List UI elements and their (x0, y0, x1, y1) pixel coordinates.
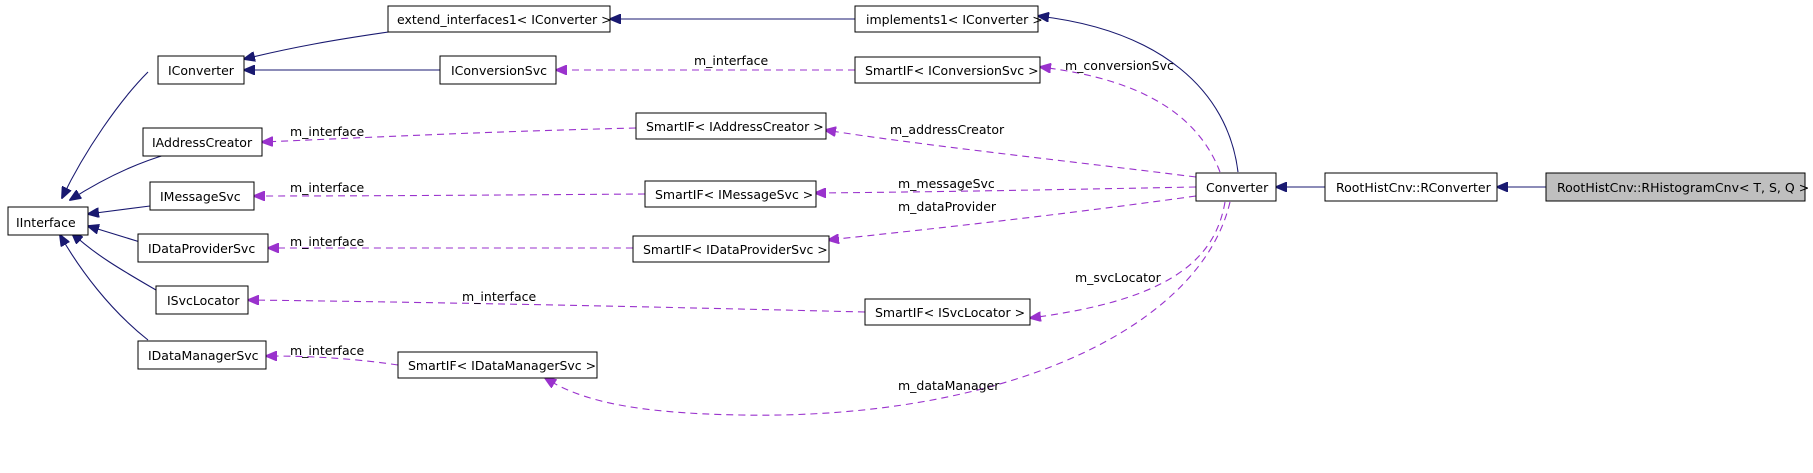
label-msg-interface: m_interface (290, 180, 364, 195)
node-idatamanagersvc[interactable]: IDataManagerSvc (137, 340, 267, 370)
node-smartif-svclocator-label: SmartIF< ISvcLocator > (875, 305, 1025, 320)
node-isvclocator-label: ISvcLocator (167, 293, 240, 308)
label-svclocator: m_svcLocator (1075, 270, 1162, 285)
node-iconversionsvc-label: IConversionSvc (451, 63, 547, 78)
edge-imessagesvc-to-iinterface (88, 205, 151, 214)
edge-smartif-datamanagersvc-to-idatamanagersvc (266, 356, 399, 366)
node-smartif-addresscreator-label: SmartIF< IAddressCreator > (646, 119, 824, 134)
node-implements-label: implements1< IConverter > (866, 12, 1043, 27)
node-smartif-dataprovidersvc-label: SmartIF< IDataProviderSvc > (643, 242, 828, 257)
label-messagesvc: m_messageSvc (898, 176, 995, 191)
node-extend-interfaces-label: extend_interfaces1< IConverter > (397, 12, 612, 27)
label-conv-interface: m_interface (694, 53, 768, 68)
node-imessagesvc-label: IMessageSvc (160, 189, 241, 204)
label-addresscreator: m_addressCreator (890, 122, 1005, 137)
edge-converter-to-smartif-messagesvc (815, 186, 1197, 193)
label-dataprovider: m_dataProvider (898, 199, 997, 214)
edge-converter-to-smartif-conversionsvc (1040, 67, 1221, 173)
edge-converter-to-smartif-datamanagersvc (545, 201, 1231, 416)
node-isvclocator[interactable]: ISvcLocator (155, 285, 249, 315)
node-idataprovidersvc[interactable]: IDataProviderSvc (137, 233, 269, 263)
node-iconverter-label: IConverter (168, 63, 235, 78)
node-idataprovidersvc-label: IDataProviderSvc (148, 241, 255, 256)
usage-edges (248, 67, 1231, 416)
node-extend-interfaces[interactable]: extend_interfaces1< IConverter > (387, 5, 612, 33)
edge-extend-to-iconverter (244, 28, 411, 59)
edge-labels: m_interface m_conversionSvc m_interface … (290, 53, 1174, 393)
node-iconversionsvc[interactable]: IConversionSvc (439, 55, 557, 85)
edge-isvclocator-to-iinterface (72, 233, 157, 291)
node-iconverter[interactable]: IConverter (157, 55, 245, 85)
node-iinterface[interactable]: IInterface (7, 206, 89, 236)
node-smartif-messagesvc[interactable]: SmartIF< IMessageSvc > (644, 180, 817, 208)
node-smartif-dataprovidersvc[interactable]: SmartIF< IDataProviderSvc > (632, 235, 830, 263)
edge-converter-to-smartif-svclocator (1030, 201, 1226, 318)
node-iinterface-label: IInterface (16, 215, 76, 230)
edge-converter-to-smartif-dataprovidersvc (828, 195, 1197, 240)
edge-smartif-messagesvc-to-imessagesvc (254, 194, 646, 196)
node-iaddresscreator-label: IAddressCreator (152, 135, 253, 150)
edge-converter-to-smartif-addresscreator (825, 130, 1197, 178)
edge-idatamanagersvc-to-iinterface (60, 235, 149, 341)
node-smartif-addresscreator[interactable]: SmartIF< IAddressCreator > (635, 112, 827, 140)
inheritance-edges (60, 16, 1546, 341)
node-rconverter-label: RootHistCnv::RConverter (1336, 180, 1492, 195)
label-conversionsvc: m_conversionSvc (1065, 58, 1174, 73)
label-datamanager: m_dataManager (898, 378, 1000, 393)
node-implements[interactable]: implements1< IConverter > (854, 5, 1043, 33)
edge-converter-to-implements (1038, 16, 1239, 173)
node-rhistogramcnv-label: RootHistCnv::RHistogramCnv< T, S, Q > (1557, 180, 1809, 195)
node-iaddresscreator[interactable]: IAddressCreator (142, 127, 263, 157)
node-imessagesvc[interactable]: IMessageSvc (149, 181, 255, 211)
edge-idataprovidersvc-to-iinterface (88, 226, 141, 243)
node-smartif-conversionsvc-label: SmartIF< IConversionSvc > (865, 63, 1039, 78)
node-smartif-datamanagersvc-label: SmartIF< IDataManagerSvc > (408, 358, 596, 373)
label-dp-interface: m_interface (290, 234, 364, 249)
node-converter[interactable]: Converter (1195, 172, 1277, 202)
label-dm-interface: m_interface (290, 343, 364, 358)
edge-iconverter-to-iinterface (62, 71, 149, 198)
node-rconverter[interactable]: RootHistCnv::RConverter (1324, 172, 1498, 202)
edge-smartif-svclocator-to-isvclocator (248, 300, 866, 313)
node-smartif-svclocator[interactable]: SmartIF< ISvcLocator > (864, 298, 1031, 326)
label-svc-interface: m_interface (462, 289, 536, 304)
node-smartif-datamanagersvc[interactable]: SmartIF< IDataManagerSvc > (397, 351, 598, 379)
node-smartif-conversionsvc[interactable]: SmartIF< IConversionSvc > (854, 56, 1041, 84)
label-addr-interface: m_interface (290, 124, 364, 139)
node-idatamanagersvc-label: IDataManagerSvc (148, 348, 259, 363)
edge-smartif-addresscreator-to-iaddresscreator (262, 127, 637, 142)
node-converter-label: Converter (1206, 180, 1269, 195)
edge-iaddresscreator-to-iinterface (70, 153, 169, 200)
node-rhistogramcnv[interactable]: RootHistCnv::RHistogramCnv< T, S, Q > (1545, 172, 1809, 202)
nodes: IInterface IConverter extend_interfaces1… (7, 5, 1809, 379)
node-smartif-messagesvc-label: SmartIF< IMessageSvc > (655, 187, 813, 202)
